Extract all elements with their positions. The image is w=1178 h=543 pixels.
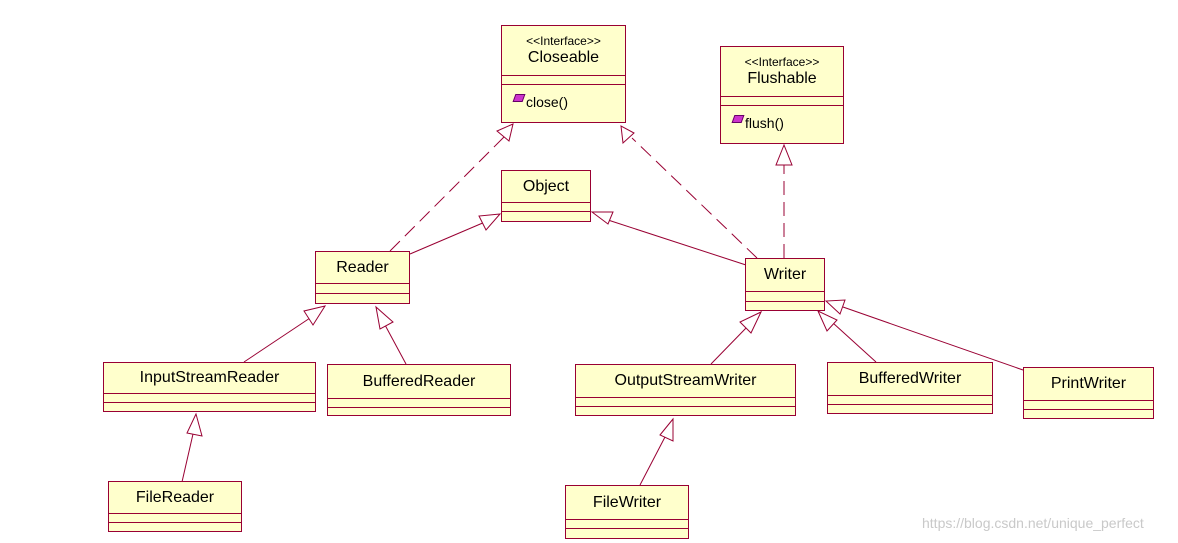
buffered-reader-attributes [328,399,510,408]
arrowhead-object-left [478,213,502,231]
file-writer-name: FileWriter [592,493,662,511]
buffered-reader-name: BufferedReader [362,372,476,390]
output-stream-writer-header: OutputStreamWriter [576,365,795,398]
class-writer[interactable]: Writer [745,258,825,311]
arrowhead-flushable [775,143,793,166]
file-reader-attributes [109,514,241,523]
input-stream-reader-attributes [104,394,315,403]
buffered-reader-header: BufferedReader [328,365,510,399]
print-writer-header: PrintWriter [1024,368,1153,401]
class-file-writer[interactable]: FileWriter [565,485,689,539]
flushable-stereotype: <<Interface>> [744,54,820,69]
buffered-writer-header: BufferedWriter [828,363,992,396]
edge-reader-closeable [389,132,509,252]
edge-bw-writer [832,322,877,363]
flushable-header: <<Interface>> Flushable [721,47,843,97]
file-writer-attributes [566,520,688,529]
edge-pw-writer [842,306,1024,371]
class-buffered-writer[interactable]: BufferedWriter [827,362,993,414]
object-header: Object [502,171,590,203]
object-attributes [502,203,590,212]
closeable-method: close() [502,85,625,113]
method-icon [731,115,745,123]
writer-header: Writer [746,259,824,292]
class-input-stream-reader[interactable]: InputStreamReader [103,362,316,412]
class-buffered-reader[interactable]: BufferedReader [327,364,511,416]
arrowhead-reader-right [375,305,394,330]
class-reader[interactable]: Reader [315,251,410,304]
flushable-method-label: flush() [745,115,784,131]
edge-isr-reader [243,317,311,363]
flushable-attributes [721,97,843,106]
flushable-name: Flushable [747,69,817,87]
print-writer-attributes [1024,401,1153,410]
class-file-reader[interactable]: FileReader [108,481,242,532]
class-flushable[interactable]: <<Interface>> Flushable flush() [720,46,844,144]
output-stream-writer-attributes [576,398,795,407]
buffered-writer-name: BufferedWriter [858,370,962,387]
edge-filewriter-osw [639,436,666,486]
class-closeable[interactable]: <<Interface>> Closeable close() [501,25,626,123]
class-print-writer[interactable]: PrintWriter [1023,367,1154,419]
watermark: https://blog.csdn.net/unique_perfect [922,515,1144,531]
edge-writer-object [607,219,747,266]
arrowhead-closeable-left [496,123,514,142]
closeable-header: <<Interface>> Closeable [502,26,625,76]
writer-attributes [746,292,824,302]
arrowhead-osw [659,417,674,442]
flushable-method: flush() [721,106,843,134]
reader-name: Reader [336,258,389,276]
edge-osw-writer [710,325,749,365]
file-reader-header: FileReader [109,482,241,514]
input-stream-reader-name: InputStreamReader [139,369,280,386]
arrowhead-writer-1 [739,310,763,334]
method-icon [512,94,526,102]
buffered-writer-attributes [828,396,992,405]
file-reader-name: FileReader [135,488,215,506]
arrowhead-writer-3 [824,299,846,315]
closeable-attributes [502,76,625,85]
reader-attributes [316,284,409,294]
class-output-stream-writer[interactable]: OutputStreamWriter [575,364,796,416]
arrowhead-isr [186,412,203,437]
print-writer-name: PrintWriter [1050,375,1127,392]
closeable-method-label: close() [526,94,569,110]
edge-filereader-isr [181,433,194,483]
closeable-stereotype: <<Interface>> [526,33,601,48]
edge-br-reader [384,324,407,365]
closeable-operations: close() [502,85,625,122]
flushable-operations: flush() [721,106,843,143]
closeable-name: Closeable [527,48,600,66]
output-stream-writer-name: OutputStreamWriter [614,372,757,389]
file-writer-header: FileWriter [566,486,688,520]
reader-header: Reader [316,252,409,284]
arrowhead-reader-left [303,305,327,326]
arrowhead-writer-2 [816,309,838,332]
edge-writer-closeable [631,137,758,259]
input-stream-reader-header: InputStreamReader [104,363,315,394]
writer-name: Writer [763,266,807,283]
object-name: Object [522,177,570,195]
arrowhead-closeable-right [620,125,635,145]
edge-reader-object [409,221,486,255]
class-object[interactable]: Object [501,170,591,222]
arrowhead-object-right [590,211,614,225]
